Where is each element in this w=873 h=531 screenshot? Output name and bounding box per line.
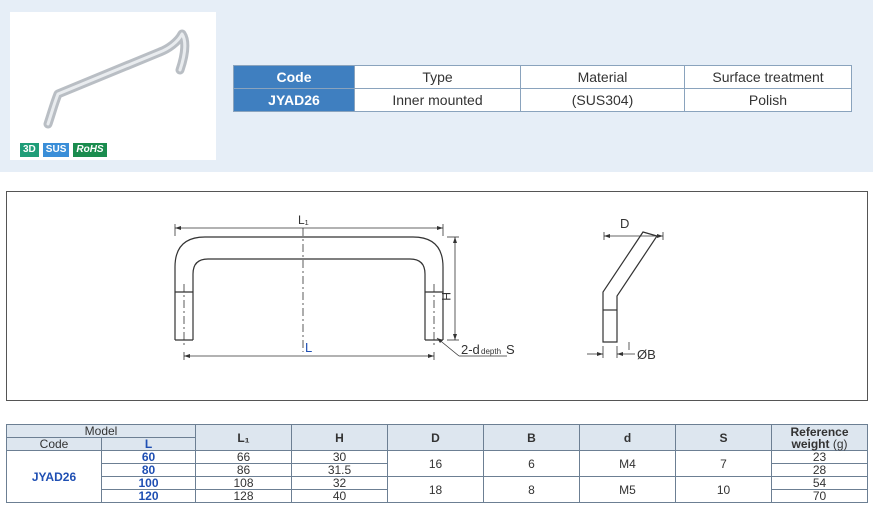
badge-rohs: RoHS: [73, 143, 107, 157]
hole-note-small: depth: [481, 347, 501, 356]
table-row: 100 108 32 18 8 M5 10 54: [7, 476, 868, 503]
cell-d-lower: M4: [579, 450, 676, 477]
cell-weight: 23: [771, 450, 868, 464]
cell-l: 120: [101, 489, 196, 503]
spec-table: Code Type Material Surface treatment JYA…: [233, 65, 852, 112]
header-d-lower: d: [579, 424, 676, 451]
cell-l1: 108: [195, 476, 292, 490]
spec-header-type: Type: [354, 65, 521, 89]
header-l: L: [101, 437, 196, 451]
cell-l: 60: [101, 450, 196, 464]
badge-row: 3D SUS RoHS: [20, 143, 107, 157]
table-header-row-2: Code L: [6, 437, 868, 451]
header-l1: L₁: [195, 424, 292, 451]
cell-l1: 66: [195, 450, 292, 464]
side-dimensions: [587, 232, 664, 358]
cell-h: 30: [291, 450, 388, 464]
spec-material: (SUS304): [520, 88, 685, 112]
cell-l1: 128: [195, 489, 292, 503]
header-code: Code: [6, 437, 102, 451]
side-arrows: [597, 234, 663, 356]
center-lines: [183, 228, 630, 352]
label-dia-b: ØB: [637, 347, 656, 362]
front-view: [174, 236, 444, 341]
cell-d-upper: 18: [387, 476, 484, 503]
header-ref-line1: Reference: [790, 424, 849, 439]
cell-b: 8: [483, 476, 580, 503]
cell-weight: 54: [771, 476, 868, 490]
drawing-svg: L₁ L H 2-d depth S D ØB: [174, 213, 664, 362]
header-d-upper: D: [387, 424, 484, 451]
cell-d-upper: 16: [387, 450, 484, 477]
label-h: H: [439, 292, 453, 301]
badge-sus: SUS: [42, 143, 70, 157]
spec-row: JYAD26 Inner mounted (SUS304) Polish: [233, 88, 852, 112]
hole-note-s: S: [506, 342, 515, 357]
header-ref-line2a: weight: [791, 436, 830, 451]
header-reference-weight: Reference weight (g): [771, 424, 868, 451]
spec-surface: Polish: [684, 88, 852, 112]
cell-weight: 70: [771, 489, 868, 503]
dimension-arrows: [175, 226, 457, 358]
cell-h: 31.5: [291, 463, 388, 477]
cell-h: 40: [291, 489, 388, 503]
handle-photo-icon: [43, 29, 190, 129]
header-model: Model: [6, 424, 196, 438]
cell-l: 100: [101, 476, 196, 490]
cell-l: 80: [101, 463, 196, 477]
cell-d-lower: M5: [579, 476, 676, 503]
dimension-lines: [174, 224, 507, 360]
cell-s: 7: [675, 450, 772, 477]
dimension-table: Model L₁ H D B d S Reference weight (g) …: [6, 424, 868, 503]
badge-3d: 3D: [20, 143, 39, 157]
label-l: L: [305, 340, 312, 355]
header-b: B: [483, 424, 580, 451]
product-photo: 3D SUS RoHS: [10, 12, 216, 160]
cell-b: 6: [483, 450, 580, 477]
spec-code: JYAD26: [233, 88, 355, 112]
header-ref-line2b: (g): [832, 436, 848, 451]
hole-note-main: 2-d: [461, 342, 480, 357]
side-view: [602, 231, 658, 343]
table-row: JYAD26 60 66 30 16 6 M4 7 23: [6, 450, 868, 503]
cell-weight: 28: [771, 463, 868, 477]
spec-header-row: Code Type Material Surface treatment: [233, 65, 852, 89]
code-cell: JYAD26: [6, 450, 102, 503]
table-row: 120 128 40 70: [7, 489, 868, 503]
spec-header-surface: Surface treatment: [684, 65, 852, 89]
spec-header-code: Code: [233, 65, 355, 89]
header-h: H: [291, 424, 388, 451]
table-header-row-1: Model L₁ H D B d S Reference weight (g): [6, 424, 868, 451]
spec-header-material: Material: [520, 65, 685, 89]
spec-type: Inner mounted: [354, 88, 521, 112]
header-s: S: [675, 424, 772, 451]
cell-s: 10: [675, 476, 772, 503]
label-l1: L₁: [298, 213, 309, 227]
label-d-upper: D: [620, 216, 629, 231]
cell-l1: 86: [195, 463, 292, 477]
technical-drawing: L₁ L H 2-d depth S D ØB: [6, 191, 868, 401]
cell-h: 32: [291, 476, 388, 490]
